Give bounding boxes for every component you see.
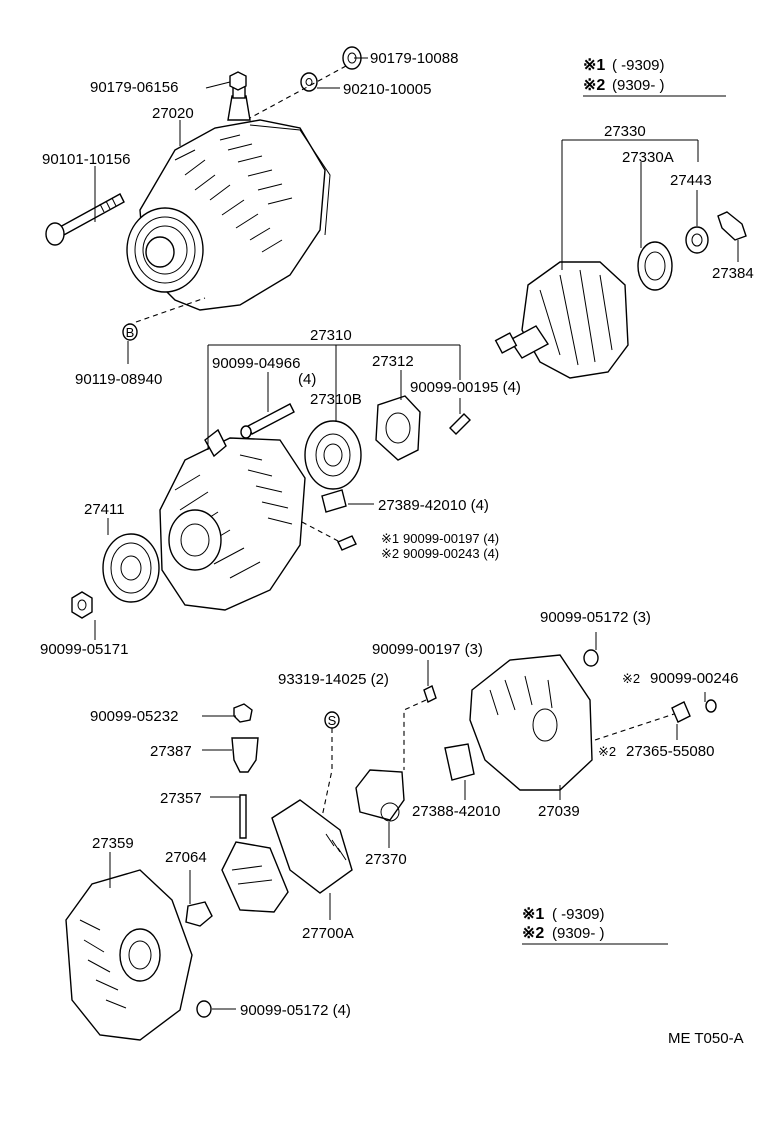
part-labels: 90179-10088 90179-06156 90210-10005 2702… — [40, 50, 754, 1047]
nut-06156-drawing — [229, 71, 247, 91]
label-27310: 27310 — [310, 327, 352, 344]
label-90210-10005: 90210-10005 — [343, 81, 431, 98]
brush-holder-drawing — [221, 794, 289, 913]
nut-05172-4-drawing — [196, 1000, 212, 1018]
label-90119-08940: 90119-08940 — [75, 371, 162, 388]
rotor-drawing — [494, 261, 629, 379]
nut-00246-drawing — [705, 699, 717, 713]
label-90099-04966: 90099-04966 — [212, 355, 300, 372]
rectifier-holder-drawing — [355, 769, 405, 822]
label-27370: 27370 — [365, 851, 407, 868]
legend-top: ※1 ( -9309) ※2 (9309- ) — [583, 57, 726, 97]
legend-top-mark-1: ※1 — [583, 57, 605, 74]
legend-bottom-mark-1: ※1 — [522, 906, 544, 923]
dash-line-screw-00197-3 — [403, 699, 427, 770]
screw-04966-drawing — [240, 403, 295, 439]
rear-end-cover-drawing — [469, 654, 593, 791]
dash-line-top-nut — [249, 65, 347, 119]
nut-05232-drawing — [233, 703, 253, 723]
dash-line-b-marker — [135, 297, 206, 323]
label-90099-04966-qty: (4) — [298, 371, 316, 388]
terminal-insulator-drawing — [231, 737, 259, 773]
note-mark-2-c: ※2 — [598, 744, 616, 759]
label-93319-14025: 93319-14025 (2) — [278, 671, 389, 688]
drive-end-frame-drawing — [159, 428, 306, 611]
retainer-ring-drawing — [717, 211, 747, 241]
alternator-assembly-drawing — [126, 83, 331, 311]
legend-bottom-range-2: (9309- ) — [552, 925, 605, 942]
label-90179-06156: 90179-06156 — [90, 79, 178, 96]
dash-line-frame-screw — [301, 521, 341, 543]
label-90099-05232: 90099-05232 — [90, 708, 178, 725]
screw-00197-drawing — [337, 535, 357, 551]
bearing-retainer-plate-drawing — [375, 395, 421, 461]
label-27330A: 27330A — [622, 149, 674, 166]
label-27388-42010: 27388-42010 — [412, 803, 500, 820]
insulator-27388-drawing — [444, 743, 475, 781]
insulator-27365-drawing — [671, 701, 691, 723]
label-90099-00195: 90099-00195 (4) — [410, 379, 521, 396]
label-27387: 27387 — [150, 743, 192, 760]
label-27443: 27443 — [670, 172, 712, 189]
label-27330: 27330 — [604, 123, 646, 140]
label-27310B: 27310B — [310, 391, 362, 408]
label-27064: 27064 — [165, 849, 207, 866]
label-27700A: 27700A — [302, 925, 354, 942]
regulator-drawing — [271, 799, 353, 894]
rotor-bearing-drawing — [637, 241, 673, 291]
leader-lines — [94, 57, 739, 1010]
clip-27389-drawing — [321, 489, 347, 513]
screw-00197-3-drawing — [423, 685, 437, 703]
legend-bottom-mark-2: ※2 — [522, 925, 544, 942]
b-marker: B — [122, 323, 138, 341]
label-90099-05171: 90099-05171 — [40, 641, 128, 658]
label-27389-42010: 27389-42010 (4) — [378, 497, 489, 514]
s-marker: S — [324, 711, 340, 729]
rear-frame-drawing — [65, 869, 193, 1041]
pulley-drawing — [102, 533, 160, 603]
label-90099-00246: 90099-00246 — [650, 670, 738, 687]
footer-code: ME T050-A — [668, 1030, 744, 1047]
label-90101-10156: 90101-10156 — [42, 151, 130, 168]
legend-top-mark-2: ※2 — [583, 77, 605, 94]
front-bearing-drawing — [304, 420, 362, 490]
nut-05172-3-drawing — [583, 649, 599, 667]
label-27384: 27384 — [712, 265, 754, 282]
through-bolt-drawing — [45, 193, 125, 246]
b-marker-text: B — [126, 325, 135, 340]
bearing-cover-drawing — [685, 226, 709, 254]
label-90099-05172-4: 90099-05172 (4) — [240, 1002, 351, 1019]
label-90099-00243-4: 90099-00243 (4) — [403, 546, 499, 561]
label-27365-55080: 27365-55080 — [626, 743, 714, 760]
label-27039: 27039 — [538, 803, 580, 820]
label-90099-05172-3: 90099-05172 (3) — [540, 609, 651, 626]
legend-bottom-range-1: ( -9309) — [552, 906, 605, 923]
s-marker-text: S — [328, 713, 337, 728]
note-mark-1: ※1 — [381, 531, 399, 546]
label-90099-00197-3: 90099-00197 (3) — [372, 641, 483, 658]
legend-bottom: ※1 ( -9309) ※2 (9309- ) — [522, 906, 668, 945]
label-27312: 27312 — [372, 353, 414, 370]
note-mark-2: ※2 — [381, 546, 399, 561]
label-27359: 27359 — [92, 835, 134, 852]
label-27357: 27357 — [160, 790, 202, 807]
label-90099-00197-4: 90099-00197 (4) — [403, 531, 499, 546]
legend-top-range-1: ( -9309) — [612, 57, 665, 74]
label-90179-10088: 90179-10088 — [370, 50, 458, 67]
pulley-nut-drawing — [71, 591, 93, 619]
note-mark-2-b: ※2 — [622, 671, 640, 686]
label-27411: 27411 — [84, 501, 125, 518]
screw-00195-drawing — [449, 413, 471, 435]
washer-10005-drawing — [300, 72, 318, 92]
legend-top-range-2: (9309- ) — [612, 77, 665, 94]
dash-line-s-marker — [314, 728, 333, 851]
label-27020: 27020 — [152, 105, 194, 122]
dash-line-rear-cover — [594, 713, 675, 741]
seal-plate-drawing — [185, 901, 213, 927]
